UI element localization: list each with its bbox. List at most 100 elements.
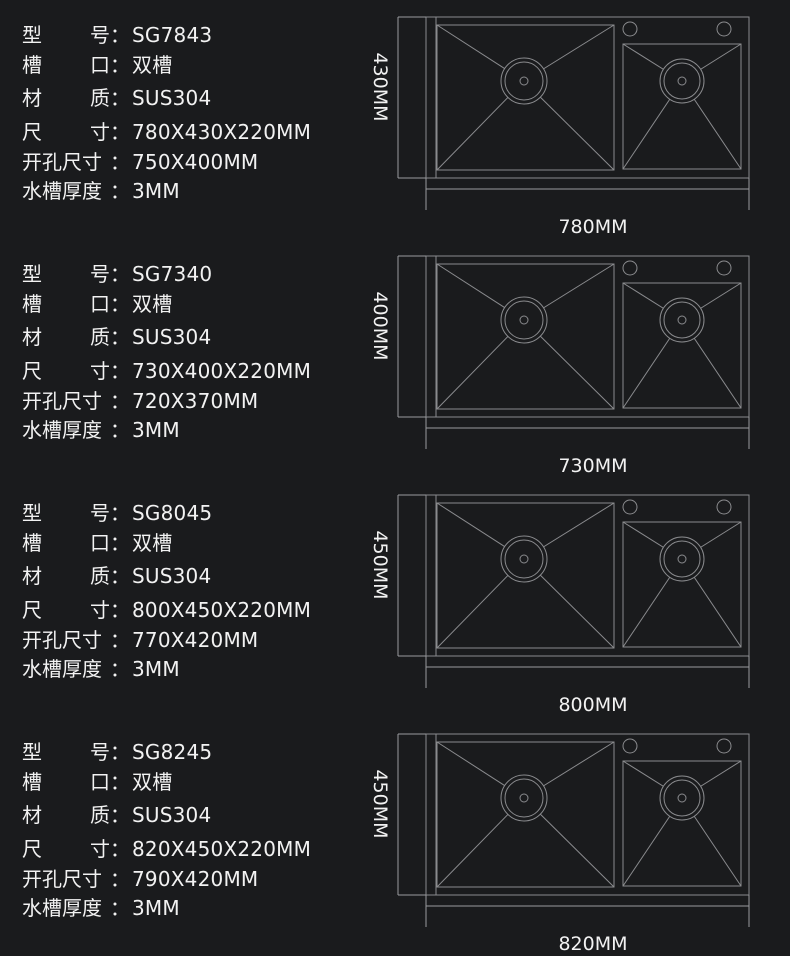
spec-label: 型号 [22,261,132,287]
spec-label-text: 水槽厚度 [22,896,102,920]
spec-value: 780X430X220MM [132,120,312,144]
spec-colon: ： [110,628,130,652]
spec-model: 型号：SG7843 [22,22,212,48]
spec-label-char: 尺 [22,120,42,144]
spec-label-char: 尺 [22,359,42,383]
spec-label: 尺寸 [22,836,132,862]
spec-value: 730X400X220MM [132,359,312,383]
spec-label: 尺寸 [22,597,132,623]
spec-colon: ： [110,389,130,413]
spec-material: 材质：SUS304 [22,324,211,350]
spec-label-char: 型 [22,501,42,525]
spec-label-char: 槽 [22,53,42,77]
sink-outline [425,733,750,896]
spec-value: SUS304 [132,803,212,827]
large-drain-center [519,315,529,325]
spec-label-char: 型 [22,23,42,47]
spec-colon: ： [110,531,130,555]
small-drain-center [677,76,687,86]
spec-bowl: 槽口：双槽 [22,52,172,78]
large-drain-outer [500,57,548,105]
spec-colon: ： [110,564,130,588]
large-drain-ring [504,300,544,340]
large-drain-center [519,76,529,86]
small-bowl [622,282,742,409]
spec-colon: ： [110,837,130,861]
spec-value: SG7340 [132,262,213,286]
spec-colon: ： [110,740,130,764]
spec-label-char: 号 [90,262,110,286]
spec-colon: ： [110,53,130,77]
sink-outline [425,16,750,179]
small-drain-center [677,793,687,803]
spec-colon: ： [110,803,130,827]
spec-label-text: 水槽厚度 [22,657,102,681]
spec-colon: ： [110,23,130,47]
spec-colon: ： [110,598,130,622]
spec-colon: ： [110,292,130,316]
spec-cutout: 开孔尺寸：750X400MM [22,149,258,175]
large-drain-outer [500,296,548,344]
spec-material: 材质：SUS304 [22,85,211,111]
small-bowl [622,43,742,170]
spec-material: 材质：SUS304 [22,802,211,828]
small-drain-ring [663,540,701,578]
spec-label-char: 尺 [22,837,42,861]
spec-label: 型号 [22,500,132,526]
spec-colon: ： [110,501,130,525]
small-drain-outer [659,775,705,821]
faucet-hole [622,499,638,515]
spec-label: 开孔尺寸 [22,149,132,175]
spec-label-char: 质 [90,325,110,349]
large-bowl [436,502,615,649]
small-drain-outer [659,297,705,343]
spec-size: 尺寸：800X450X220MM [22,597,311,623]
spec-label: 开孔尺寸 [22,388,132,414]
faucet-hole [716,738,732,754]
spec-label: 型号 [22,739,132,765]
spec-colon: ： [110,179,130,203]
spec-value: SG8245 [132,740,213,764]
small-drain-ring [663,62,701,100]
sink-outline [425,255,750,418]
spec-value: 双槽 [132,770,173,794]
spec-label-char: 口 [90,292,110,316]
spec-colon: ： [110,657,130,681]
spec-colon: ： [110,770,130,794]
spec-label-char: 寸 [90,837,110,861]
faucet-hole [716,260,732,276]
spec-colon: ： [110,359,130,383]
small-drain-ring [663,301,701,339]
spec-value: 720X370MM [132,389,259,413]
width-label: 820MM [558,933,627,955]
spec-label-char: 槽 [22,292,42,316]
spec-label: 槽口 [22,530,132,556]
spec-value: 820X450X220MM [132,837,312,861]
spec-label: 槽口 [22,52,132,78]
spec-label-text: 开孔尺寸 [22,867,102,891]
spec-value: SUS304 [132,564,212,588]
spec-thickness: 水槽厚度：3MM [22,178,180,204]
spec-value: 双槽 [132,53,173,77]
spec-colon: ： [110,418,130,442]
spec-value: 3MM [132,657,180,681]
spec-label-text: 开孔尺寸 [22,389,102,413]
spec-label-char: 口 [90,53,110,77]
spec-label: 水槽厚度 [22,895,132,921]
spec-value: 750X400MM [132,150,259,174]
spec-colon: ： [110,120,130,144]
large-drain-outer [500,774,548,822]
spec-cutout: 开孔尺寸：770X420MM [22,627,258,653]
spec-label: 材质 [22,324,132,350]
sink-outline [425,494,750,657]
spec-value: 790X420MM [132,867,259,891]
large-drain-ring [504,778,544,818]
spec-model: 型号：SG8245 [22,739,212,765]
small-drain-outer [659,536,705,582]
